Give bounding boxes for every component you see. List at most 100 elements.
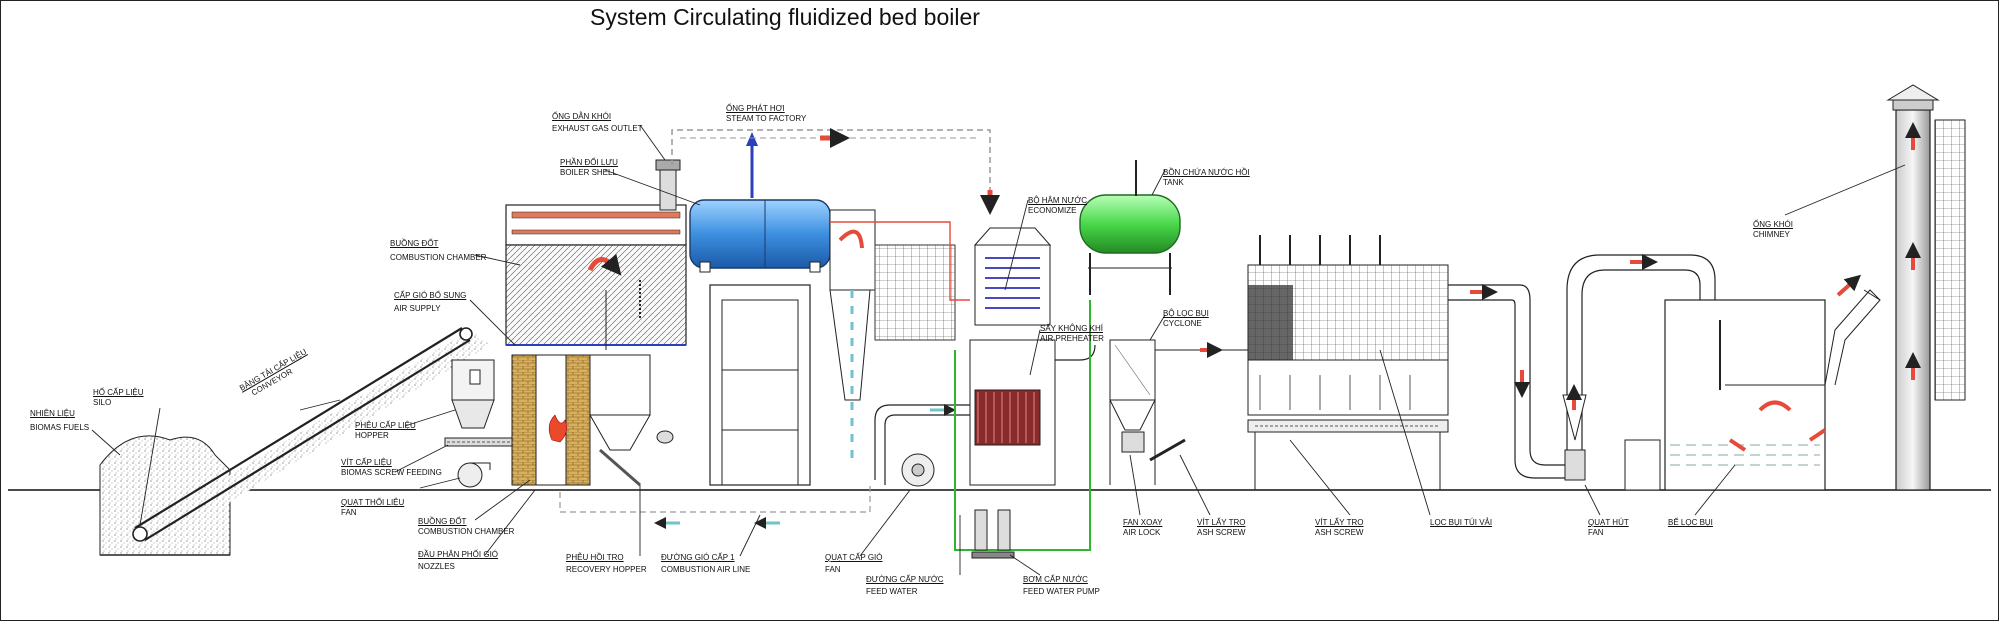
label-ash-screw-2-en: ASH SCREW [1315, 528, 1364, 537]
label-air-lock: FAN XOAY AIR LOCK [1123, 518, 1162, 538]
label-cyclone: BỘ LỌC BỤI CYCLONE [1163, 309, 1209, 329]
label-recovery-hopper-en: RECOVERY HOPPER [566, 565, 647, 574]
label-hopper-vn: PHỄU CẤP LIỆU [355, 421, 416, 430]
tank-group [1079, 160, 1181, 295]
label-screw-feeding-vn: VÍT CẤP LIỆU [341, 458, 392, 467]
label-feed-water-pump-en: FEED WATER PUMP [1023, 587, 1100, 596]
label-feed-water: ĐƯỜNG CẤP NƯỚC FEED WATER [866, 575, 943, 597]
combustion-chamber-group [505, 204, 687, 487]
label-air-lock-vn: FAN XOAY [1123, 518, 1163, 527]
label-boiler-shell-en: BOILER SHELL [560, 168, 617, 177]
label-fan-supply-vn: QUẠT CẤP GIÓ [825, 553, 883, 562]
label-steam-to-factory-vn: ỐNG PHÁT HƠI [726, 104, 785, 113]
silo-pile-group [99, 435, 231, 556]
label-air-preheater-en: AIR PREHEATER [1040, 334, 1104, 343]
cyclone-group [1109, 339, 1250, 485]
feed-water-line [954, 300, 1091, 551]
label-bag-filter: LỌC BỤI TÚI VẢI [1430, 518, 1492, 528]
label-exhaust-gas-outlet-vn: ỐNG DẪN KHÓI [552, 112, 612, 121]
label-tank-en: TANK [1163, 178, 1184, 187]
label-combustion-air-line-vn: ĐƯỜNG GIÓ CẤP 1 [661, 553, 735, 562]
label-combustion-chamber-top-vn: BUỒNG ĐỐT [390, 239, 439, 248]
label-economizer-vn: BỘ HÂM NƯỚC [1028, 196, 1088, 205]
label-air-lock-en: AIR LOCK [1123, 528, 1161, 537]
label-fan-supply: QUẠT CẤP GIÓ FAN [825, 553, 883, 575]
label-silo-en: SILO [93, 398, 112, 407]
label-fan-suction: QUẠT HÚT FAN [1588, 518, 1629, 538]
label-ash-screw-1-vn: VÍT LẤY TRO [1197, 518, 1246, 527]
label-air-supply: CẤP GIÓ BỔ SUNG AIR SUPPLY [394, 291, 466, 314]
label-biomass-fuels-en: BIOMAS FUELS [30, 423, 90, 432]
label-dust-filter-tank-vn: BỂ LỌC BỤI [1668, 518, 1713, 527]
label-cyclone-vn: BỘ LỌC BỤI [1163, 309, 1209, 318]
label-hopper: PHỄU CẤP LIỆU HOPPER [355, 421, 416, 441]
label-economizer: BỘ HÂM NƯỚC ECONOMIZE [1028, 196, 1087, 216]
label-chimney-vn: ỐNG KHÓI [1753, 220, 1794, 229]
label-fan-supply-en: FAN [825, 565, 841, 574]
label-recovery-hopper: PHỄU HỒI TRO RECOVERY HOPPER [566, 553, 647, 575]
label-hopper-en: HOPPER [355, 431, 389, 440]
label-bag-filter-vn: LỌC BỤI TÚI VẢI [1430, 518, 1493, 527]
label-cyclone-en: CYCLONE [1163, 319, 1202, 328]
label-combustion-air-line: ĐƯỜNG GIÓ CẤP 1 COMBUSTION AIR LINE [661, 553, 750, 575]
feed-water-pumps [971, 509, 1015, 559]
label-ash-screw-2: VÍT LẤY TRO ASH SCREW [1315, 518, 1363, 538]
label-biomass-fuels-vn: NHIÊN LIỆU [30, 409, 75, 418]
label-screw-feeding: VÍT CẤP LIỆU BIOMAS SCREW FEEDING [341, 458, 442, 478]
conveyor-group [130, 327, 490, 550]
label-ash-screw-1: VÍT LẤY TRO ASH SCREW [1197, 518, 1245, 538]
label-combustion-air-line-en: COMBUSTION AIR LINE [661, 565, 751, 574]
label-ash-screw-1-en: ASH SCREW [1197, 528, 1246, 537]
label-combustion-chamber-bottom-en: COMBUSTION CHAMBER [418, 527, 515, 536]
label-nozzles: ĐẦU PHÂN PHỐI GIÓ NOZZLES [418, 550, 498, 572]
label-exhaust-gas-outlet: ỐNG DẪN KHÓI EXHAUST GAS OUTLET [552, 112, 643, 134]
label-screw-feeding-en: BIOMAS SCREW FEEDING [341, 468, 442, 477]
label-feed-water-pump-vn: BƠM CẤP NƯỚC [1023, 575, 1088, 584]
label-nozzles-vn: ĐẦU PHÂN PHỐI GIÓ [418, 550, 499, 559]
tank-vessel [1079, 194, 1181, 254]
label-chimney: ỐNG KHÓI CHIMNEY [1753, 220, 1793, 240]
label-boiler-shell-vn: PHẦN ĐỐI LƯU [560, 158, 618, 167]
label-economizer-en: ECONOMIZE [1028, 206, 1077, 215]
label-feed-water-vn: ĐƯỜNG CẤP NƯỚC [866, 575, 944, 584]
label-silo-vn: HỐ CẤP LIỆU [93, 388, 144, 397]
steam-drum [689, 199, 831, 269]
label-chimney-en: CHIMNEY [1753, 230, 1790, 239]
label-boiler-shell: PHẦN ĐỐI LƯU BOILER SHELL [560, 158, 618, 178]
label-dust-filter-tank: BỂ LỌC BỤI [1668, 518, 1713, 528]
label-steam-to-factory-en: STEAM TO FACTORY [726, 114, 807, 123]
label-tank-vn: BỒN CHỨA NƯỚC HỒI [1163, 168, 1250, 177]
economizer-group [969, 227, 1096, 486]
label-feed-water-en: FEED WATER [866, 587, 918, 596]
label-combustion-chamber-top-en: COMBUSTION CHAMBER [390, 253, 487, 262]
label-tank: BỒN CHỨA NƯỚC HỒI TANK [1163, 168, 1250, 188]
dust-filter-tank-group [1624, 289, 1881, 491]
label-fan-blower-en: FAN [341, 508, 357, 517]
label-fan-suction-en: FAN [1588, 528, 1604, 537]
label-combustion-chamber-bottom-vn: BUỒNG ĐỐT [418, 517, 467, 526]
label-air-supply-vn: CẤP GIÓ BỔ SUNG [394, 291, 467, 300]
chimney-group [1836, 84, 1966, 491]
suction-fan-group [1562, 254, 1716, 481]
hot-gas-line [830, 221, 970, 301]
label-exhaust-gas-outlet-en: EXHAUST GAS OUTLET [552, 124, 643, 133]
label-biomass-fuels: NHIÊN LIỆU BIOMAS FUELS [30, 409, 89, 433]
exhaust-duct-top [671, 129, 991, 210]
label-fan-blower: QUẠT THỔI LIỆU FAN [341, 498, 404, 518]
label-recovery-hopper-vn: PHỄU HỒI TRO [566, 553, 624, 562]
boiler-shell-group [655, 132, 956, 486]
label-air-preheater: SẤY KHÔNG KHÍ AIR PREHEATER [1040, 324, 1104, 344]
label-fan-suction-vn: QUẠT HÚT [1588, 518, 1629, 527]
label-silo: HỐ CẤP LIỆU SILO [93, 388, 144, 408]
label-combustion-chamber-bottom: BUỒNG ĐỐT COMBUSTION CHAMBER [418, 517, 514, 537]
label-nozzles-en: NOZZLES [418, 562, 455, 571]
leader-lines [91, 124, 1906, 576]
diagram-title: System Circulating fluidized bed boiler [590, 4, 980, 30]
combustion-air-line [559, 485, 871, 513]
fuel-pile [99, 435, 231, 556]
bag-filter-group [1247, 235, 1449, 490]
label-ash-screw-2-vn: VÍT LẤY TRO [1315, 518, 1364, 527]
chimney-stack [1895, 109, 1931, 491]
label-feed-water-pump: BƠM CẤP NƯỚC FEED WATER PUMP [1023, 575, 1100, 597]
